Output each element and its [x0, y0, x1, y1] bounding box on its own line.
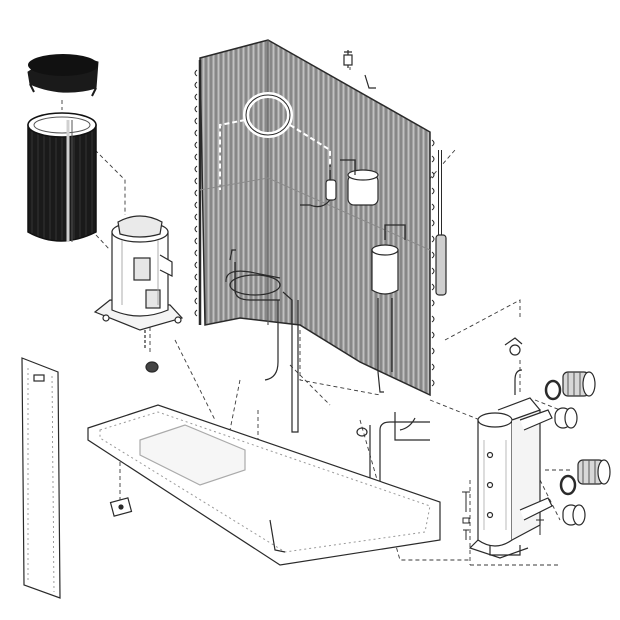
- sound-jacket-part: [27, 112, 97, 242]
- service-valve-part: [343, 50, 376, 89]
- four-way-valve-part: [300, 150, 447, 296]
- side-panel-part: [21, 357, 61, 599]
- screw-set: [462, 491, 544, 540]
- fan-guard-cap-part: [27, 54, 99, 97]
- heat-exchanger-part: [468, 337, 553, 559]
- base-pan-part: [87, 404, 441, 566]
- accumulator-part: [371, 224, 406, 393]
- pipe-fittings-part: [225, 249, 430, 506]
- compressor-part: [93, 215, 184, 373]
- pipe-couplings: [544, 371, 611, 526]
- condenser-coil-part: [194, 39, 435, 397]
